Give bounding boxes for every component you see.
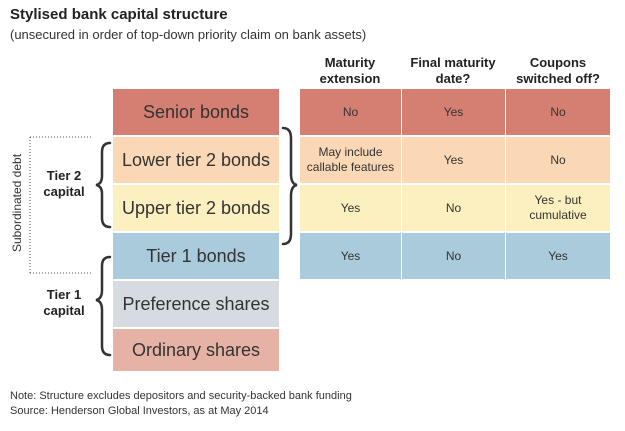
cell-senior-coupons: No — [506, 89, 610, 137]
cell-upper-tier2-maturity: Yes — [300, 185, 402, 233]
cell-tier1-final-maturity: No — [402, 233, 506, 281]
cell-lower-tier2-coupons: No — [506, 137, 610, 185]
header-final-maturity: Final maturity date? — [410, 55, 496, 86]
tier-tier1-bonds: Tier 1 bonds — [113, 233, 279, 281]
tier2-brace — [95, 141, 112, 229]
header-coupons: Coupons switched off? — [516, 55, 600, 86]
subordinated-right-brace — [281, 126, 298, 246]
tier-lower-tier2-bonds: Lower tier 2 bonds — [113, 137, 279, 185]
chart-title: Stylised bank capital structure — [10, 6, 228, 23]
tier1-capital-label: Tier 1 capital — [43, 287, 85, 318]
tier-senior-bonds: Senior bonds — [113, 89, 279, 137]
tier-preference-shares: Preference shares — [113, 281, 279, 329]
source-note: Source: Henderson Global Investors, as a… — [10, 405, 269, 417]
footnote: Note: Structure excludes depositors and … — [10, 390, 352, 402]
cell-tier1-maturity: Yes — [300, 233, 402, 281]
cell-lower-tier2-final-maturity: Yes — [402, 137, 506, 185]
cell-upper-tier2-final-maturity: No — [402, 185, 506, 233]
tier-ordinary-shares: Ordinary shares — [113, 329, 279, 373]
tier2-capital-label: Tier 2 capital — [43, 168, 85, 199]
tier-upper-tier2-bonds: Upper tier 2 bonds — [113, 185, 279, 233]
cell-senior-maturity: No — [300, 89, 402, 137]
chart-subtitle: (unsecured in order of top-down priority… — [10, 27, 367, 42]
header-maturity-extension: Maturity extension — [319, 55, 381, 86]
cell-tier1-coupons: Yes — [506, 233, 610, 281]
tier1-brace — [95, 255, 112, 357]
subordinated-debt-label: Subordinated debt — [10, 153, 24, 253]
cell-senior-final-maturity: Yes — [402, 89, 506, 137]
